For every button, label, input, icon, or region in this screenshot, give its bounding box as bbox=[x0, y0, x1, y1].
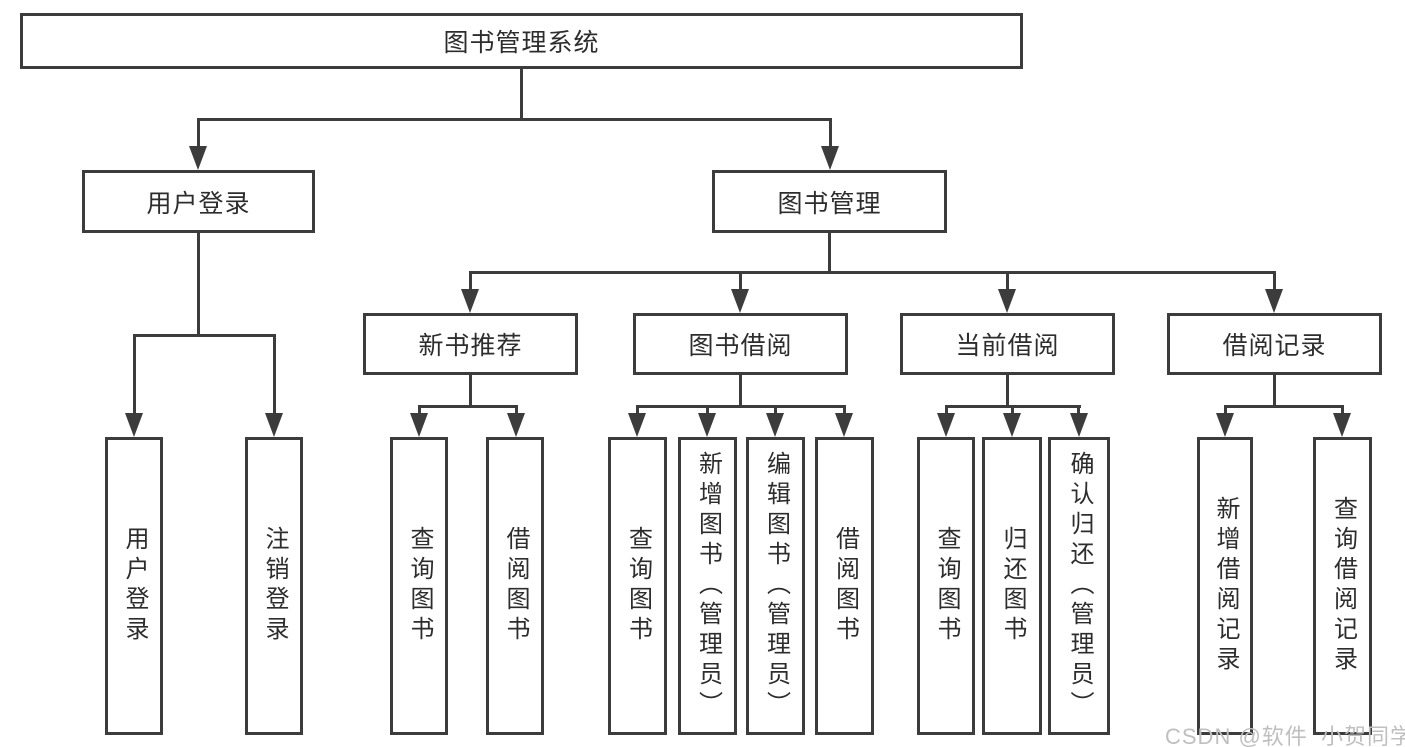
connector-hline bbox=[636, 405, 846, 408]
node-leaf-edit-books-admin: 编辑图书（管理员） bbox=[746, 437, 805, 735]
node-leaf-label: 确认归还（管理员） bbox=[1066, 451, 1093, 721]
node-leaf-label: 查询借阅记录 bbox=[1329, 496, 1357, 676]
node-leaf-add-books-admin: 新增图书（管理员） bbox=[678, 437, 737, 735]
node-user-login-label: 用户登录 bbox=[146, 189, 251, 218]
node-new-books-label: 新书推荐 bbox=[418, 332, 523, 360]
node-root-label: 图书管理系统 bbox=[443, 29, 600, 57]
node-current-borrowing: 当前借阅 bbox=[900, 313, 1115, 375]
connector-hline bbox=[197, 118, 832, 121]
connector-vline bbox=[520, 68, 523, 120]
node-new-books: 新书推荐 bbox=[363, 313, 578, 375]
node-user-login: 用户登录 bbox=[82, 170, 315, 233]
node-leaf-query-borrow-record: 查询借阅记录 bbox=[1313, 437, 1372, 735]
connector-vline bbox=[739, 271, 742, 291]
arrow-down-icon bbox=[1333, 413, 1351, 437]
node-borrowing-records: 借阅记录 bbox=[1167, 313, 1382, 375]
node-leaf-label: 用户登录 bbox=[121, 526, 148, 646]
arrow-down-icon bbox=[189, 146, 207, 170]
connector-vline bbox=[706, 405, 709, 417]
arrow-down-icon bbox=[998, 289, 1016, 313]
connector-vline bbox=[197, 118, 200, 148]
connector-vline bbox=[636, 405, 639, 417]
arrow-down-icon bbox=[461, 289, 479, 313]
node-borrowing-records-label: 借阅记录 bbox=[1222, 332, 1327, 360]
arrow-down-icon bbox=[1070, 413, 1088, 437]
arrow-down-icon bbox=[410, 413, 428, 437]
connector-hline bbox=[469, 271, 1276, 274]
node-leaf-confirm-return-admin: 确认归还（管理员） bbox=[1048, 437, 1110, 735]
node-leaf-user-login: 用户登录 bbox=[105, 437, 163, 735]
node-leaf-return-books: 归还图书 bbox=[982, 437, 1042, 735]
node-leaf-label: 编辑图书（管理员） bbox=[762, 451, 790, 721]
connector-vline bbox=[197, 233, 200, 336]
arrow-down-icon bbox=[766, 413, 784, 437]
connector-vline bbox=[133, 334, 136, 416]
arrow-down-icon bbox=[1216, 413, 1234, 437]
node-book-management-label: 图书管理 bbox=[777, 189, 882, 218]
node-leaf-label: 借阅图书 bbox=[831, 526, 859, 646]
node-current-borrowing-label: 当前借阅 bbox=[955, 332, 1060, 360]
arrow-down-icon bbox=[1265, 289, 1283, 313]
connector-vline bbox=[1006, 271, 1009, 291]
arrow-down-icon bbox=[628, 413, 646, 437]
connector-hline bbox=[418, 405, 518, 408]
connector-vline bbox=[828, 233, 831, 273]
node-leaf-logout: 注销登录 bbox=[245, 437, 303, 735]
node-leaf-label: 查询图书 bbox=[933, 526, 960, 646]
connector-vline bbox=[469, 375, 472, 407]
arrow-down-icon bbox=[1003, 413, 1021, 437]
node-leaf-label: 新增图书（管理员） bbox=[694, 451, 722, 721]
connector-vline bbox=[1341, 405, 1344, 417]
node-leaf-label: 注销登录 bbox=[261, 526, 288, 646]
node-leaf-label: 新增借阅记录 bbox=[1212, 496, 1239, 676]
arrow-down-icon bbox=[698, 413, 716, 437]
arrow-down-icon bbox=[937, 413, 955, 437]
node-leaf-borrow-books-borrowing: 借阅图书 bbox=[815, 437, 874, 735]
node-leaf-query-books-newbooks: 查询图书 bbox=[390, 437, 448, 735]
node-book-borrowing: 图书借阅 bbox=[633, 313, 848, 375]
connector-vline bbox=[273, 334, 276, 416]
connector-vline bbox=[1077, 405, 1080, 417]
connector-vline bbox=[829, 118, 832, 148]
connector-vline bbox=[1273, 375, 1276, 407]
node-leaf-label: 查询图书 bbox=[406, 526, 433, 646]
node-leaf-query-books-current: 查询图书 bbox=[917, 437, 975, 735]
connector-vline bbox=[739, 375, 742, 407]
connector-vline bbox=[1224, 405, 1227, 417]
node-leaf-add-borrow-record: 新增借阅记录 bbox=[1197, 437, 1253, 735]
connector-vline bbox=[515, 405, 518, 417]
arrow-down-icon bbox=[835, 413, 853, 437]
connector-vline bbox=[843, 405, 846, 417]
arrow-down-icon bbox=[821, 146, 839, 170]
node-leaf-label: 借阅图书 bbox=[502, 526, 529, 646]
connector-vline bbox=[469, 271, 472, 291]
node-book-borrowing-label: 图书借阅 bbox=[688, 332, 793, 360]
node-leaf-borrow-books-newbooks: 借阅图书 bbox=[486, 437, 544, 735]
watermark: CSDN @软件_小贺同学 bbox=[1165, 724, 1405, 747]
arrow-down-icon bbox=[507, 413, 525, 437]
node-root: 图书管理系统 bbox=[20, 13, 1023, 69]
connector-hline bbox=[1224, 405, 1344, 408]
arrow-down-icon bbox=[125, 413, 143, 437]
connector-vline bbox=[418, 405, 421, 417]
node-leaf-label: 查询图书 bbox=[624, 526, 652, 646]
connector-vline bbox=[1011, 405, 1014, 417]
node-leaf-query-books-borrowing: 查询图书 bbox=[608, 437, 667, 735]
node-leaf-label: 归还图书 bbox=[999, 526, 1026, 646]
connector-vline bbox=[774, 405, 777, 417]
arrow-down-icon bbox=[265, 413, 283, 437]
connector-hline bbox=[133, 334, 275, 337]
connector-vline bbox=[945, 405, 948, 417]
connector-vline bbox=[1273, 271, 1276, 291]
arrow-down-icon bbox=[731, 289, 749, 313]
node-book-management: 图书管理 bbox=[712, 170, 947, 233]
connector-vline bbox=[1006, 375, 1009, 407]
